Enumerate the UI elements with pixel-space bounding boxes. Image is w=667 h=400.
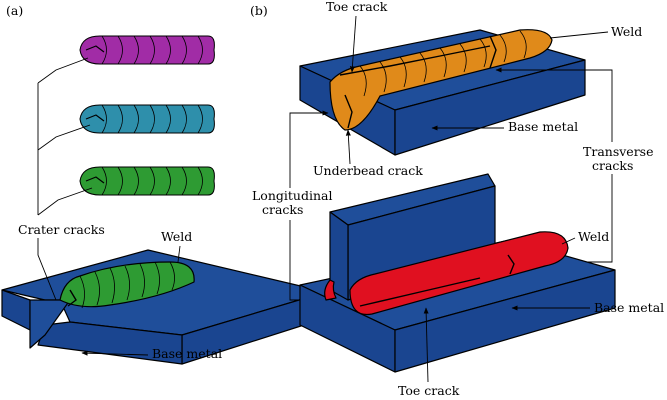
weld-bead-b-bottom [324, 231, 569, 316]
weld-label-a: Weld [161, 229, 192, 244]
underbead-crack-label: Underbead crack [313, 163, 423, 178]
base-metal-label-b-top: Base metal [508, 119, 578, 134]
base-metal-label-b-bottom: Base metal [594, 300, 664, 315]
crater-crack-bead-purple [79, 35, 215, 65]
panel-b-label: (b) [250, 3, 268, 18]
toe-crack-label-top: Toe crack [326, 0, 388, 14]
panel-a-label: (a) [6, 3, 23, 18]
weld-label-b-top: Weld [611, 24, 642, 39]
transverse-cracks-label-line2: cracks [592, 158, 633, 173]
weld-bead-a [59, 261, 195, 309]
weld-label-b-bottom: Weld [578, 229, 609, 244]
longitudinal-cracks-label-line1: Longitudinal [252, 188, 332, 203]
base-metal-label-a: Base metal [152, 346, 222, 361]
toe-crack-label-bottom: Toe crack [398, 383, 460, 398]
transverse-cracks-label-line1: Transverse [583, 144, 653, 159]
longitudinal-cracks-label-line2: cracks [262, 202, 303, 217]
crater-crack-bead-teal [79, 104, 215, 134]
weld-bead-b-top [329, 29, 553, 131]
crater-crack-bead-green [79, 166, 215, 196]
crater-cracks-label: Crater cracks [18, 222, 105, 237]
